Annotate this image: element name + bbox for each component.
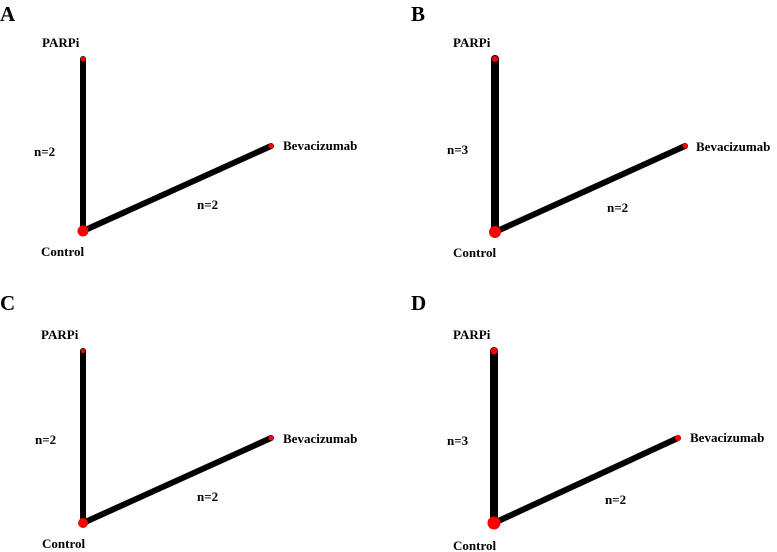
panel-c-node-parpi	[81, 349, 85, 353]
panel-d-edge-label-parpi: n=3	[447, 433, 469, 448]
panel-b-edge-label-bev: n=2	[607, 200, 628, 215]
panel-b-edge-control-bev	[492, 143, 688, 235]
panel-c-letter: C	[0, 291, 15, 315]
panel-c-edge-label-parpi: n=2	[35, 432, 56, 447]
panel-c-edge-label-bev: n=2	[197, 489, 218, 504]
panel-a-node-label-bev: Bevacizumab	[283, 138, 357, 153]
panel-c-node-label-control: Control	[42, 536, 85, 551]
panel-d-node-label-control: Control	[453, 538, 496, 552]
panel-b-node-bev	[682, 143, 688, 149]
panel-b-node-label-bev: Bevacizumab	[696, 139, 770, 154]
panel-a-node-parpi	[80, 56, 86, 62]
panel-d-node-bev	[675, 435, 681, 441]
panel-d-node-label-bev: Bevacizumab	[690, 430, 764, 445]
panel-b-node-label-control: Control	[453, 245, 496, 260]
panel-b-node-parpi	[492, 56, 498, 62]
panel-a-node-control	[77, 225, 89, 237]
panel-c-node-control	[78, 518, 88, 528]
panel-b-edge-label-parpi: n=3	[447, 142, 469, 157]
panel-a-edge-control-bev	[80, 143, 274, 234]
panel-d-letter: D	[411, 291, 426, 315]
panel-d-edge-label-bev: n=2	[605, 492, 626, 507]
panel-d-node-control	[487, 516, 501, 530]
panel-b-letter: B	[411, 2, 425, 26]
panel-c-edge-control-bev	[80, 435, 274, 526]
panel-a-node-label-control: Control	[41, 244, 84, 259]
panel-a-node-bev	[268, 143, 274, 149]
panel-c-node-label-parpi: PARPi	[41, 327, 79, 342]
panel-d-node-parpi	[490, 347, 498, 355]
panel-a-edge-label-parpi: n=2	[34, 144, 55, 159]
panel-b-node-control	[489, 226, 501, 238]
panel-d-edge-control-bev	[491, 435, 681, 526]
panel-a-edge-label-bev: n=2	[197, 197, 218, 212]
panel-a-letter: A	[0, 2, 16, 26]
panel-c-node-label-bev: Bevacizumab	[283, 431, 357, 446]
panel-c-node-bev	[268, 435, 274, 441]
panel-d-node-label-parpi: PARPi	[453, 327, 491, 342]
panel-a-node-label-parpi: PARPi	[42, 35, 80, 50]
panel-b-node-label-parpi: PARPi	[453, 35, 491, 50]
